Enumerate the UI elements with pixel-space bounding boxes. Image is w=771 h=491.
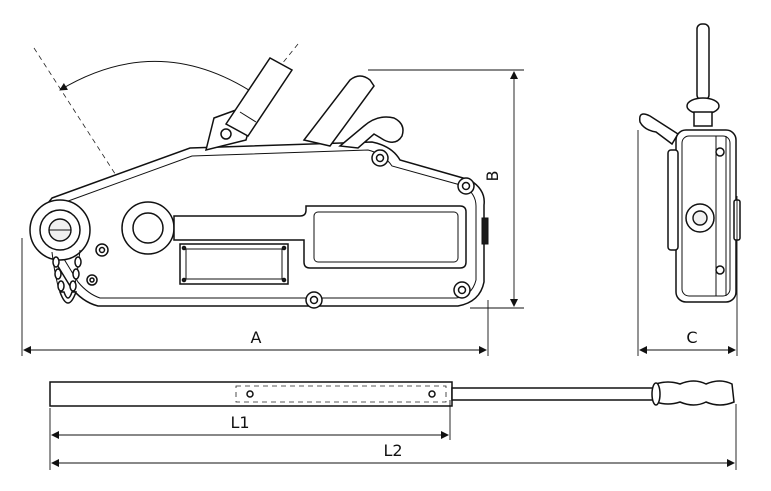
handle-grip (655, 380, 735, 406)
name-plate (179, 243, 289, 285)
dim-l2-label: L2 (383, 441, 402, 460)
handle-overlap (235, 385, 447, 403)
side-view: A B (21, 43, 524, 356)
body-channel (173, 205, 467, 269)
lever-stub-pin (220, 128, 232, 140)
end-view-rod (696, 23, 710, 101)
drive-wheel-inner (132, 212, 164, 244)
release-handle (338, 116, 404, 149)
dim-l1-label: L1 (230, 413, 249, 432)
telescopic-handle: L1 L2 (49, 380, 737, 470)
end-cap (481, 217, 489, 245)
reverse-lever (302, 75, 375, 147)
safety-chain (51, 249, 82, 304)
end-view: C (637, 23, 741, 356)
dim-b-label: B (483, 171, 502, 182)
swing-arc (59, 60, 259, 97)
body-bolts (86, 149, 475, 309)
dim-c-label: C (686, 328, 697, 347)
dim-a-label: A (251, 328, 262, 347)
handle-inner-tube (451, 387, 659, 401)
channel-inner-window (313, 211, 459, 263)
moving-lever (224, 57, 294, 137)
end-view-side-handle (638, 113, 680, 146)
